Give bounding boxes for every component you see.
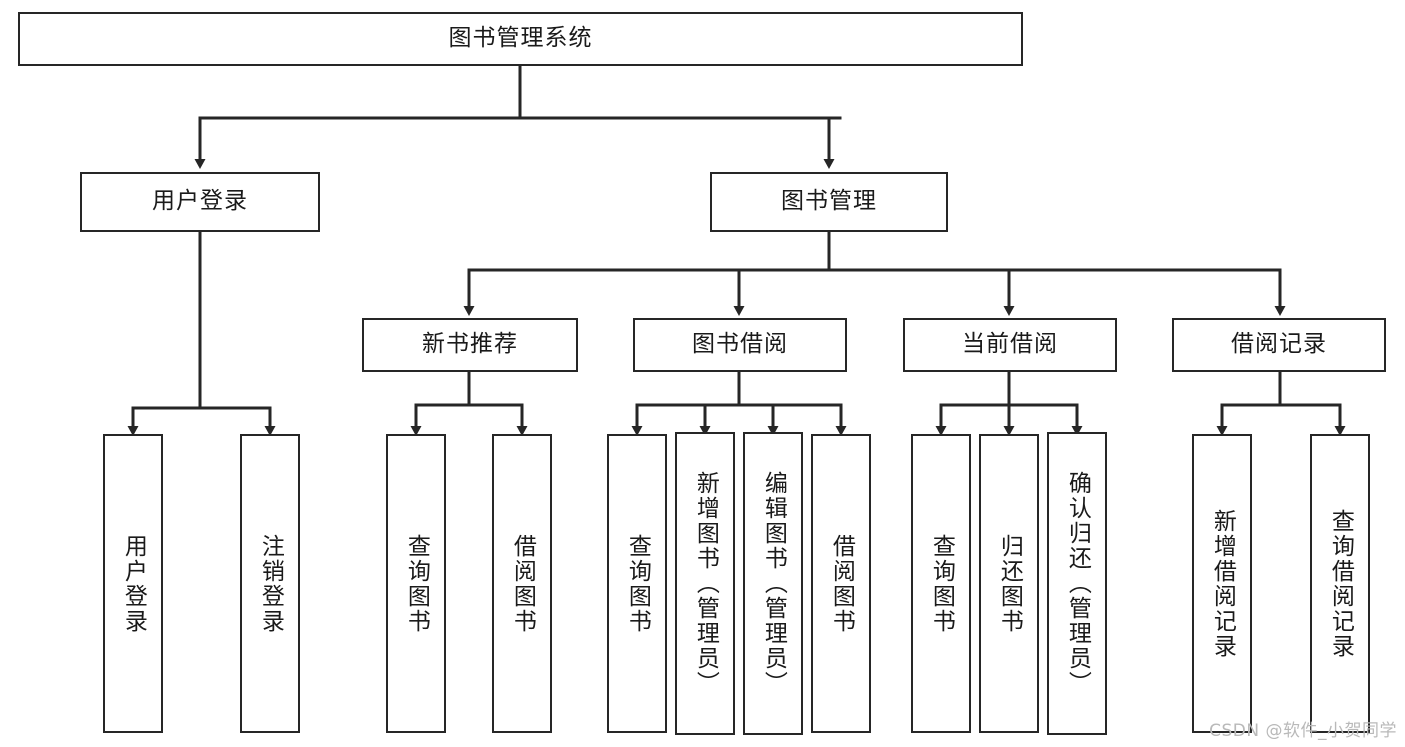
node-new-book-recommend-label: 新书推荐 [422,331,518,358]
node-borrow-record[interactable]: 借阅记录 [1172,318,1386,372]
leaf-current-borrow-query[interactable]: 查询图书 [911,434,971,733]
node-book-manage-label: 图书管理 [781,188,877,215]
leaf-label: 查询借阅记录 [1327,508,1354,659]
node-user-login[interactable]: 用户登录 [80,172,320,232]
leaf-label: 确认归还（管理员） [1064,471,1091,696]
leaf-borrow-record-add[interactable]: 新增借阅记录 [1192,434,1252,733]
leaf-label: 新增图书（管理员） [692,471,719,696]
node-book-borrow-label: 图书借阅 [692,331,788,358]
node-user-login-label: 用户登录 [152,188,248,215]
leaf-label: 借阅图书 [828,533,855,634]
watermark: CSDN @软件_小贺同学 [1209,721,1397,741]
leaf-label: 编辑图书（管理员） [760,471,787,696]
leaf-label: 查询图书 [928,533,955,634]
leaf-label: 查询图书 [624,533,651,634]
node-root[interactable]: 图书管理系统 [18,12,1023,66]
leaf-current-borrow-confirm-return[interactable]: 确认归还（管理员） [1047,432,1107,735]
leaf-label: 查询图书 [403,533,430,634]
leaf-label: 归还图书 [996,533,1023,634]
node-new-book-recommend[interactable]: 新书推荐 [362,318,578,372]
leaf-book-borrow-query[interactable]: 查询图书 [607,434,667,733]
leaf-label: 借阅图书 [509,533,536,634]
leaf-label: 新增借阅记录 [1209,508,1236,659]
leaf-user-login-login[interactable]: 用户登录 [103,434,163,733]
node-current-borrow-label: 当前借阅 [962,331,1058,358]
node-root-label: 图书管理系统 [448,25,593,52]
leaf-label: 注销登录 [257,533,284,634]
leaf-new-book-borrow[interactable]: 借阅图书 [492,434,552,733]
node-borrow-record-label: 借阅记录 [1231,331,1327,358]
leaf-new-book-query[interactable]: 查询图书 [386,434,446,733]
node-book-manage[interactable]: 图书管理 [710,172,948,232]
leaf-label: 用户登录 [120,533,147,634]
leaf-book-borrow-edit[interactable]: 编辑图书（管理员） [743,432,803,735]
leaf-book-borrow-borrow[interactable]: 借阅图书 [811,434,871,733]
leaf-book-borrow-add[interactable]: 新增图书（管理员） [675,432,735,735]
node-current-borrow[interactable]: 当前借阅 [903,318,1117,372]
leaf-user-login-logout[interactable]: 注销登录 [240,434,300,733]
node-book-borrow[interactable]: 图书借阅 [633,318,847,372]
leaf-current-borrow-return[interactable]: 归还图书 [979,434,1039,733]
leaf-borrow-record-query[interactable]: 查询借阅记录 [1310,434,1370,733]
